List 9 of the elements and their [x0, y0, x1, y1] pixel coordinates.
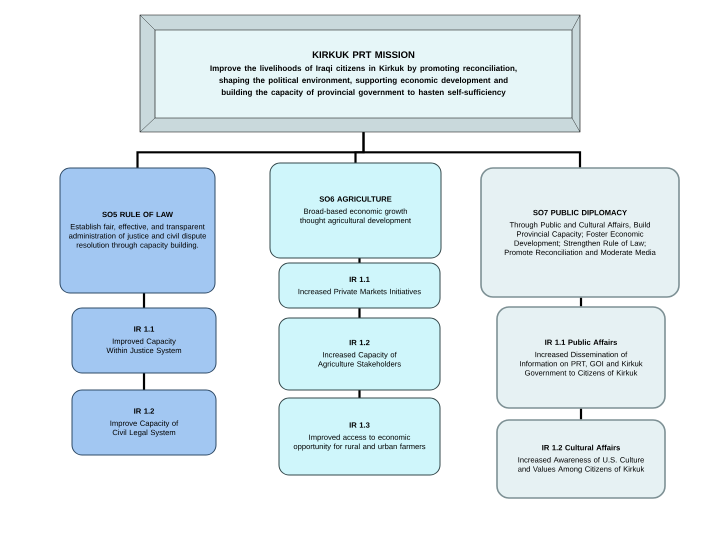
connector — [362, 132, 582, 168]
connector — [142, 374, 146, 390]
connector — [580, 298, 582, 306]
connector — [358, 308, 361, 318]
connector — [358, 390, 361, 398]
connector — [142, 294, 146, 308]
connector — [358, 258, 361, 262]
mission-box: KIRKUK PRT MISSION Improve the livelihoods of Iraqi citizens in Kirkuk by promoting reconciliation, shaping the political environment, supporting economic development and building the capacity of provincial government to hasten self-sufficiency — [140, 14, 580, 132]
connector — [580, 408, 582, 420]
